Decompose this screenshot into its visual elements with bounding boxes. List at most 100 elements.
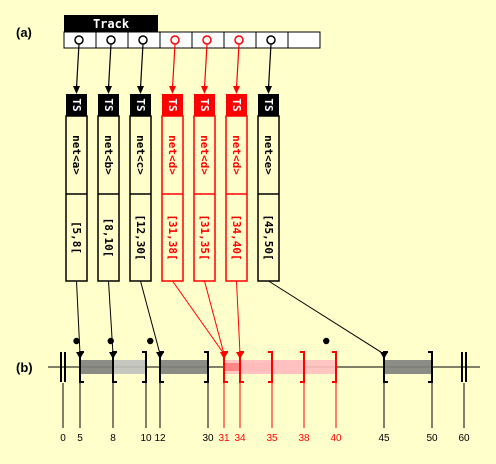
axis-connector [140, 280, 161, 355]
segment-box: TS net<d> [31,38[ [161, 94, 184, 282]
interval-bracket [159, 351, 164, 383]
interval-bracket [204, 351, 209, 383]
segment-body [193, 115, 216, 282]
segment-tag-bg [66, 94, 87, 116]
track-slot-marker [202, 35, 212, 45]
axis-tick-label: 35 [266, 433, 278, 444]
part-a-label: (a) [16, 25, 32, 40]
track-slot-marker [234, 35, 244, 45]
arrow-head [265, 86, 272, 94]
interval-bracket [79, 351, 84, 383]
part-b-label: (b) [16, 360, 33, 375]
axis-tick-label: 30 [202, 433, 214, 444]
segment-body [65, 115, 88, 282]
interval-bar [160, 360, 208, 374]
interval-bracket [268, 351, 273, 383]
segment-tag: TS [134, 98, 147, 111]
segment-box: TS net<e> [45,50[ [257, 94, 280, 282]
arrow-head [201, 86, 208, 94]
segment-body [161, 115, 184, 282]
segment-body [225, 115, 248, 282]
interval-bracket [223, 351, 228, 383]
arrow-head [137, 86, 144, 94]
interval-bracket [142, 351, 147, 383]
track-slot-marker [106, 35, 116, 45]
axis-tick-label: 10 [140, 433, 152, 444]
connector-dot [73, 337, 80, 345]
segment-range-label: [45,50[ [262, 214, 275, 260]
segment-range-label: [31,38[ [166, 214, 179, 260]
connector-dot [323, 337, 330, 345]
segment-range-label: [12,30[ [134, 214, 147, 260]
segment-range-label: [34,40[ [230, 214, 243, 260]
slot-connector [203, 43, 208, 89]
track-slots [63, 31, 321, 49]
axis-tick-label: 40 [330, 433, 342, 444]
axis-connector [268, 280, 385, 355]
axis-tick-label: 34 [234, 433, 246, 444]
interval-bracket [332, 351, 337, 383]
axis-tick-label: 5 [77, 433, 83, 444]
segment-range-label: [5,8[ [70, 221, 83, 254]
arrow-head [73, 86, 80, 94]
segment-range-label: [31,35[ [198, 214, 211, 260]
segment-tag: TS [198, 98, 211, 111]
segment-net-label: net<d> [166, 135, 179, 175]
segment-body [129, 115, 152, 282]
interval-bracket [428, 351, 433, 383]
axis-tick-label: 38 [298, 433, 310, 444]
interval-bracket [383, 351, 388, 383]
segment-tag-bg [226, 94, 247, 116]
segment-tag-bg [162, 94, 183, 116]
axis-connector [236, 280, 241, 355]
axis-connector [172, 280, 225, 355]
interval-bracket [239, 351, 244, 383]
segment-tag-bg [258, 94, 279, 116]
track-slot-marker [138, 35, 148, 45]
arrow-head [105, 86, 112, 94]
axis-tick-label: 60 [458, 433, 470, 444]
segment-tag-bg [98, 94, 119, 116]
interval-bar [113, 360, 146, 374]
segment-tag-bg [130, 94, 151, 116]
segment-net-label: net<d> [198, 135, 211, 175]
segment-tag: TS [70, 98, 83, 111]
track-slot-marker [170, 35, 180, 45]
axis-tick-label: 31 [218, 433, 230, 444]
axis-connector [204, 280, 225, 355]
axis-tick-label: 0 [60, 433, 66, 444]
interval-bar [384, 360, 432, 374]
segment-tag: TS [230, 98, 243, 111]
segment-net-label: net<d> [230, 135, 243, 175]
segment-tag-bg [194, 94, 215, 116]
segment-box: TS net<d> [31,35[ [193, 94, 216, 282]
track-slot-marker [74, 35, 84, 45]
axis-tick-label: 8 [110, 433, 116, 444]
interval-bar [80, 360, 113, 374]
segment-net-label: net<c> [134, 135, 147, 175]
arrow-head [233, 86, 240, 94]
interval-bracket [300, 351, 305, 383]
segment-body [257, 115, 280, 282]
slot-connector [75, 43, 80, 89]
segment-net-label: net<a> [70, 135, 83, 175]
arrow-head [169, 86, 176, 94]
segment-range-label: [8,10[ [102, 218, 115, 258]
slot-connector [171, 43, 176, 89]
track-title-box [64, 15, 158, 32]
track: Track [63, 15, 321, 49]
slot-connector [107, 43, 112, 89]
segment-tag: TS [166, 98, 179, 111]
interval-bracket [112, 351, 117, 383]
segment-body [97, 115, 120, 282]
segment-box: TS net<d> [34,40[ [225, 94, 248, 282]
segment-net-label: net<e> [262, 135, 275, 175]
interval-bar [240, 360, 336, 374]
segment-tag: TS [262, 98, 275, 111]
connector-dot [107, 337, 114, 345]
